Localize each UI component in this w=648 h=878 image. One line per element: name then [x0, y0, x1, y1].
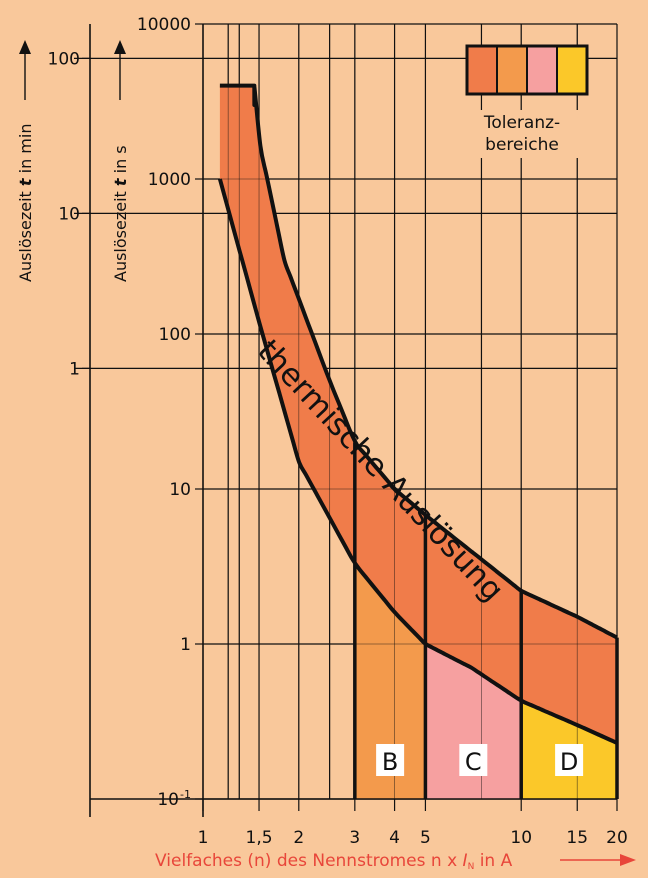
minute-axis-label-unit: in min [16, 124, 35, 179]
legend: Toleranz-bereiche [465, 44, 589, 158]
x-axis-label-subscript: N [468, 862, 475, 872]
zone-b-label: B [382, 748, 398, 776]
legend-swatch [556, 45, 588, 95]
y-tick-exponent: -1 [180, 788, 191, 801]
x-tick-label: 10 [510, 828, 532, 848]
minute-tick-label: 1 [69, 359, 80, 379]
minute-axis-arrow-head [19, 40, 31, 54]
minute-tick-label: 10 [58, 204, 80, 224]
x-tick-label: 1,5 [246, 828, 273, 848]
zone-c-label: C [465, 748, 482, 776]
second-axis-label-unit: in s [111, 145, 130, 178]
x-tick-label: 15 [566, 828, 588, 848]
x-tick-label: 20 [606, 828, 628, 848]
upper-curve [219, 83, 618, 640]
zone-b-fill [354, 563, 426, 799]
y-tick-label: 10000 [137, 15, 191, 35]
y-tick-label: 100 [159, 325, 191, 345]
x-tick-label: 4 [389, 828, 400, 848]
y-tick-label: 1000 [148, 170, 191, 190]
x-tick-label: 3 [349, 828, 360, 848]
second-axis-label-symbol: t [111, 177, 130, 186]
y-tick-label: 10 [169, 480, 191, 500]
legend-swatch [466, 45, 498, 95]
minute-axis-label: Auslösezeit t in min [16, 124, 35, 282]
legend-label-line2: bereiche [485, 135, 559, 155]
zone-b-label-box [376, 744, 405, 776]
x-axis-arrow-head [620, 854, 636, 866]
zone-c-fill [425, 644, 522, 799]
y-tick-label: 1 [180, 635, 191, 655]
lower-curve [217, 178, 618, 745]
legend-swatch [496, 45, 528, 95]
x-axis-label-symbol: I [463, 851, 468, 871]
y-tick-label: 10 [157, 790, 179, 810]
zone-c-label-box [459, 744, 488, 776]
legend-label-line1: Toleranz- [483, 113, 560, 133]
x-axis-label-unit: in A [474, 851, 512, 871]
legend-label-bg [470, 110, 584, 158]
axes [19, 23, 636, 866]
x-axis-label-text: Vielfaches (n) des Nennstromes n x [155, 851, 463, 871]
legend-frame [465, 44, 589, 96]
x-axis-label: Vielfaches (n) des Nennstromes n x IN in… [155, 851, 513, 872]
second-axis-label: Auslösezeit t in s [111, 145, 130, 282]
x-tick-label: 1 [198, 828, 209, 848]
x-tick-label: 2 [293, 828, 304, 848]
minute-axis-label-symbol: t [16, 177, 35, 186]
second-axis-label-text: Auslösezeit [111, 186, 130, 282]
zone-d-label: D [560, 748, 578, 776]
second-axis-arrow-head [114, 40, 126, 54]
zone-d-label-box [555, 744, 584, 776]
curves [217, 83, 619, 799]
x-tick-label: 5 [420, 828, 431, 848]
minute-tick-label: 100 [48, 49, 80, 69]
legend-swatch [526, 45, 558, 95]
minute-axis-label-text: Auslösezeit [16, 186, 35, 282]
